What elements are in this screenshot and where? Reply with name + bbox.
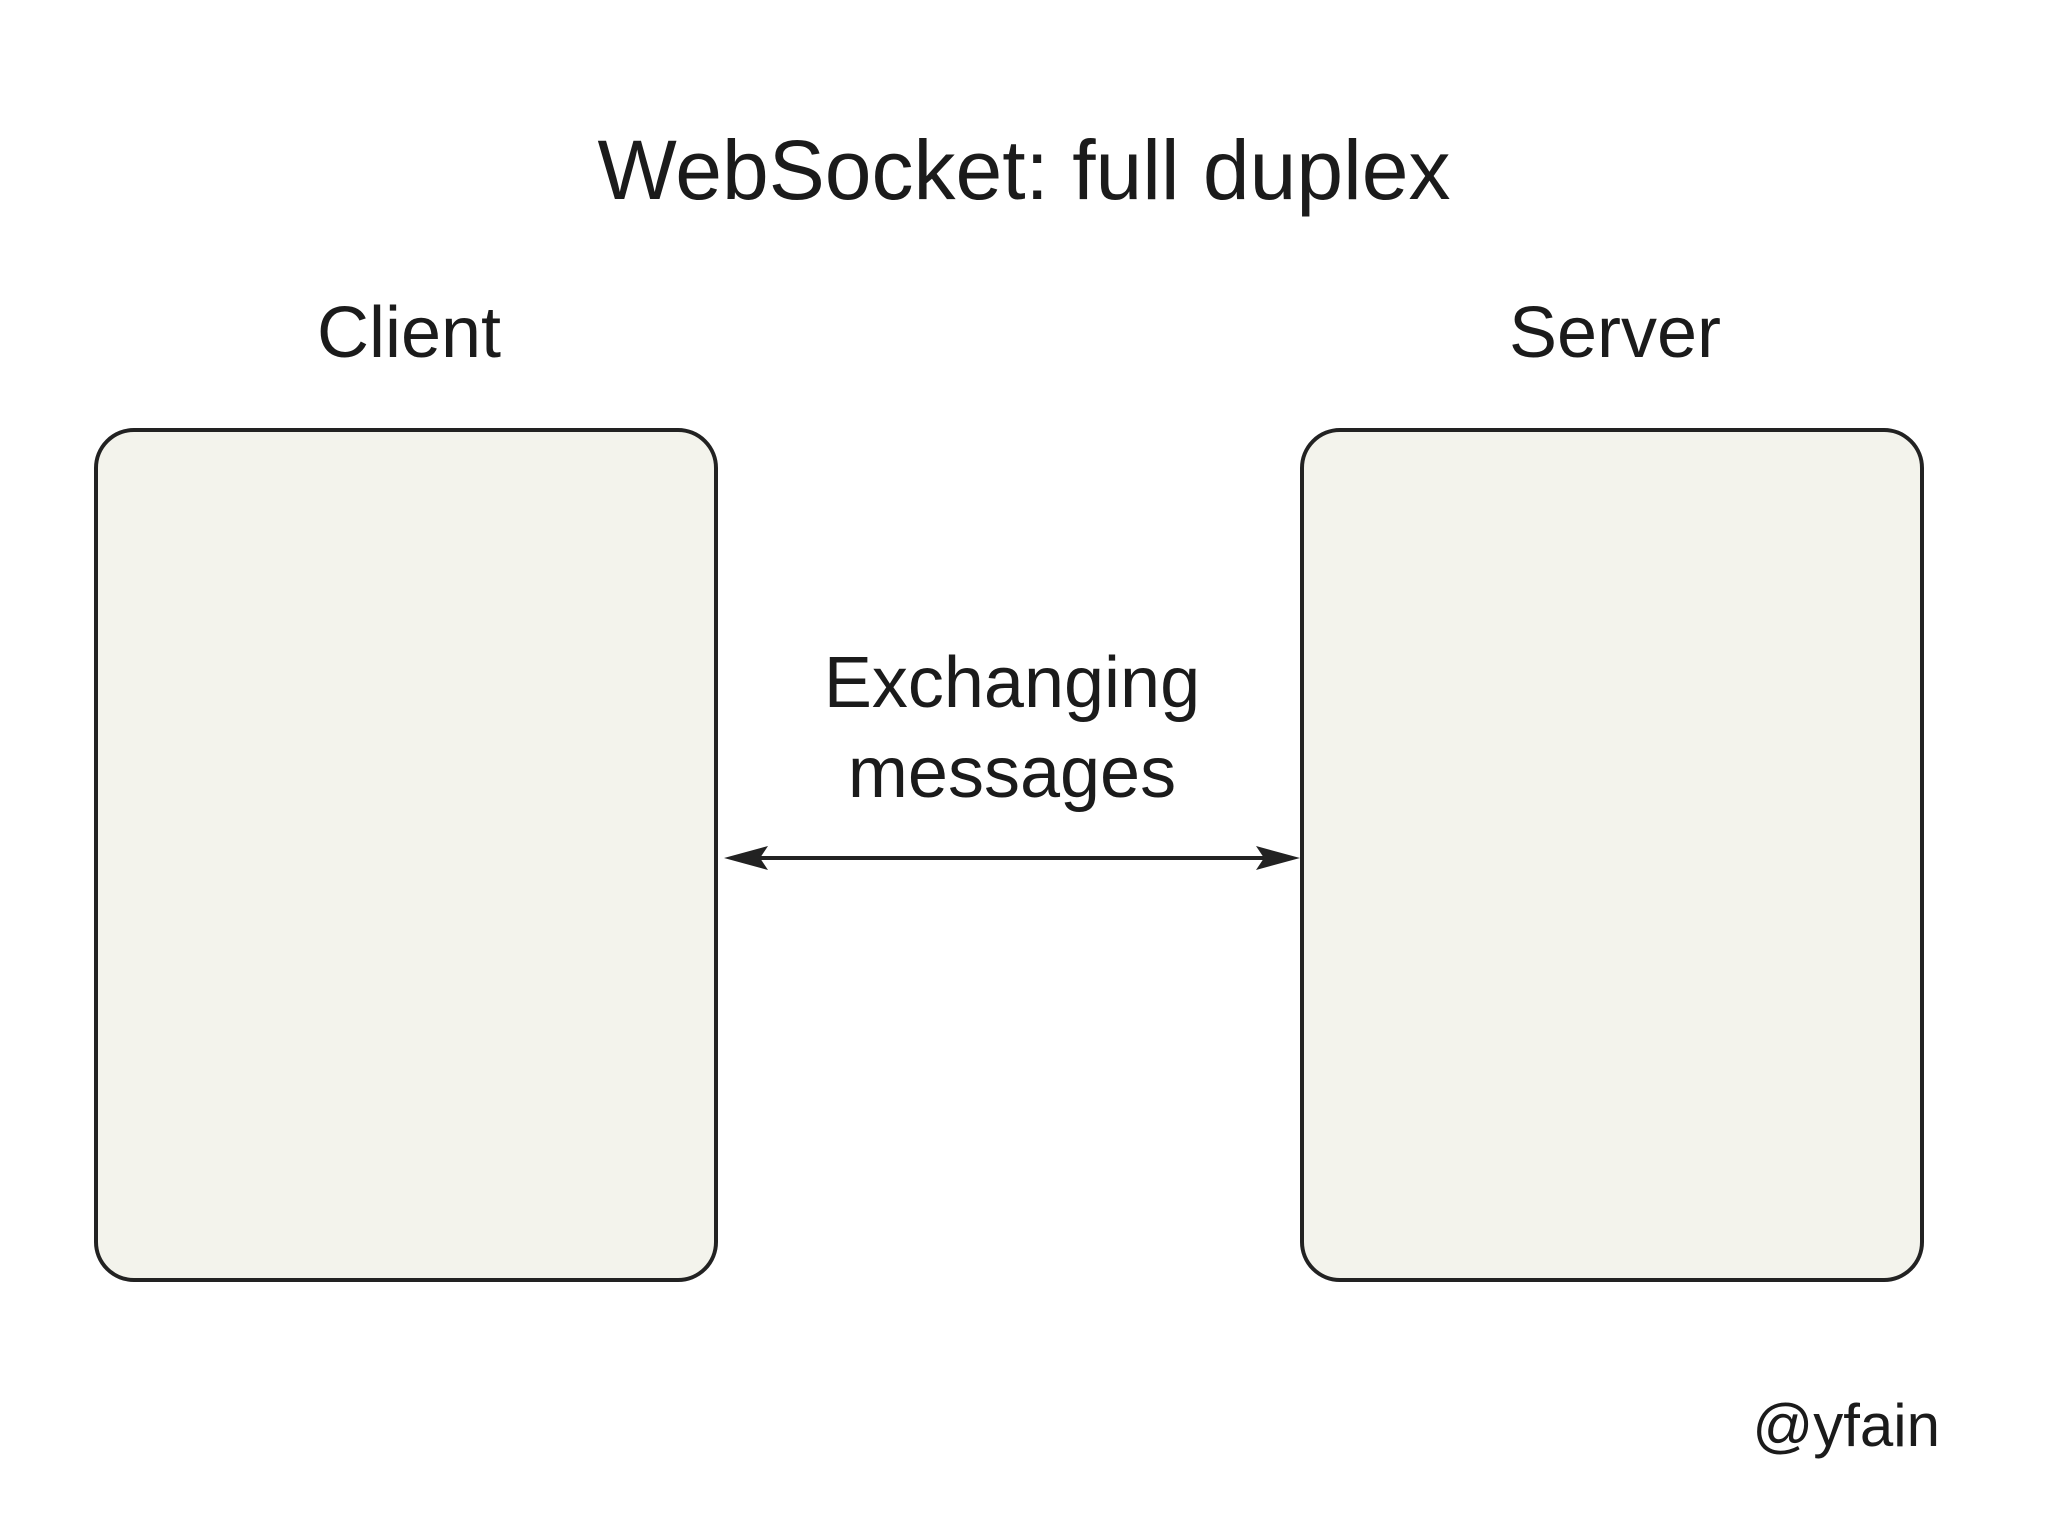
edge-label: Exchanging messages [724, 638, 1300, 818]
diagram-title: WebSocket: full duplex [597, 123, 1451, 217]
client-box [94, 428, 718, 1282]
server-box [1300, 428, 1924, 1282]
server-label: Server [1508, 293, 1722, 373]
edge-label-line-2: messages [847, 733, 1177, 813]
arrow-head-right [1256, 846, 1300, 870]
author-watermark: @yfain [1752, 1392, 1940, 1459]
edge-label-line-1: Exchanging [823, 643, 1201, 723]
client-label: Client [316, 293, 502, 373]
arrow-head-left [724, 846, 768, 870]
